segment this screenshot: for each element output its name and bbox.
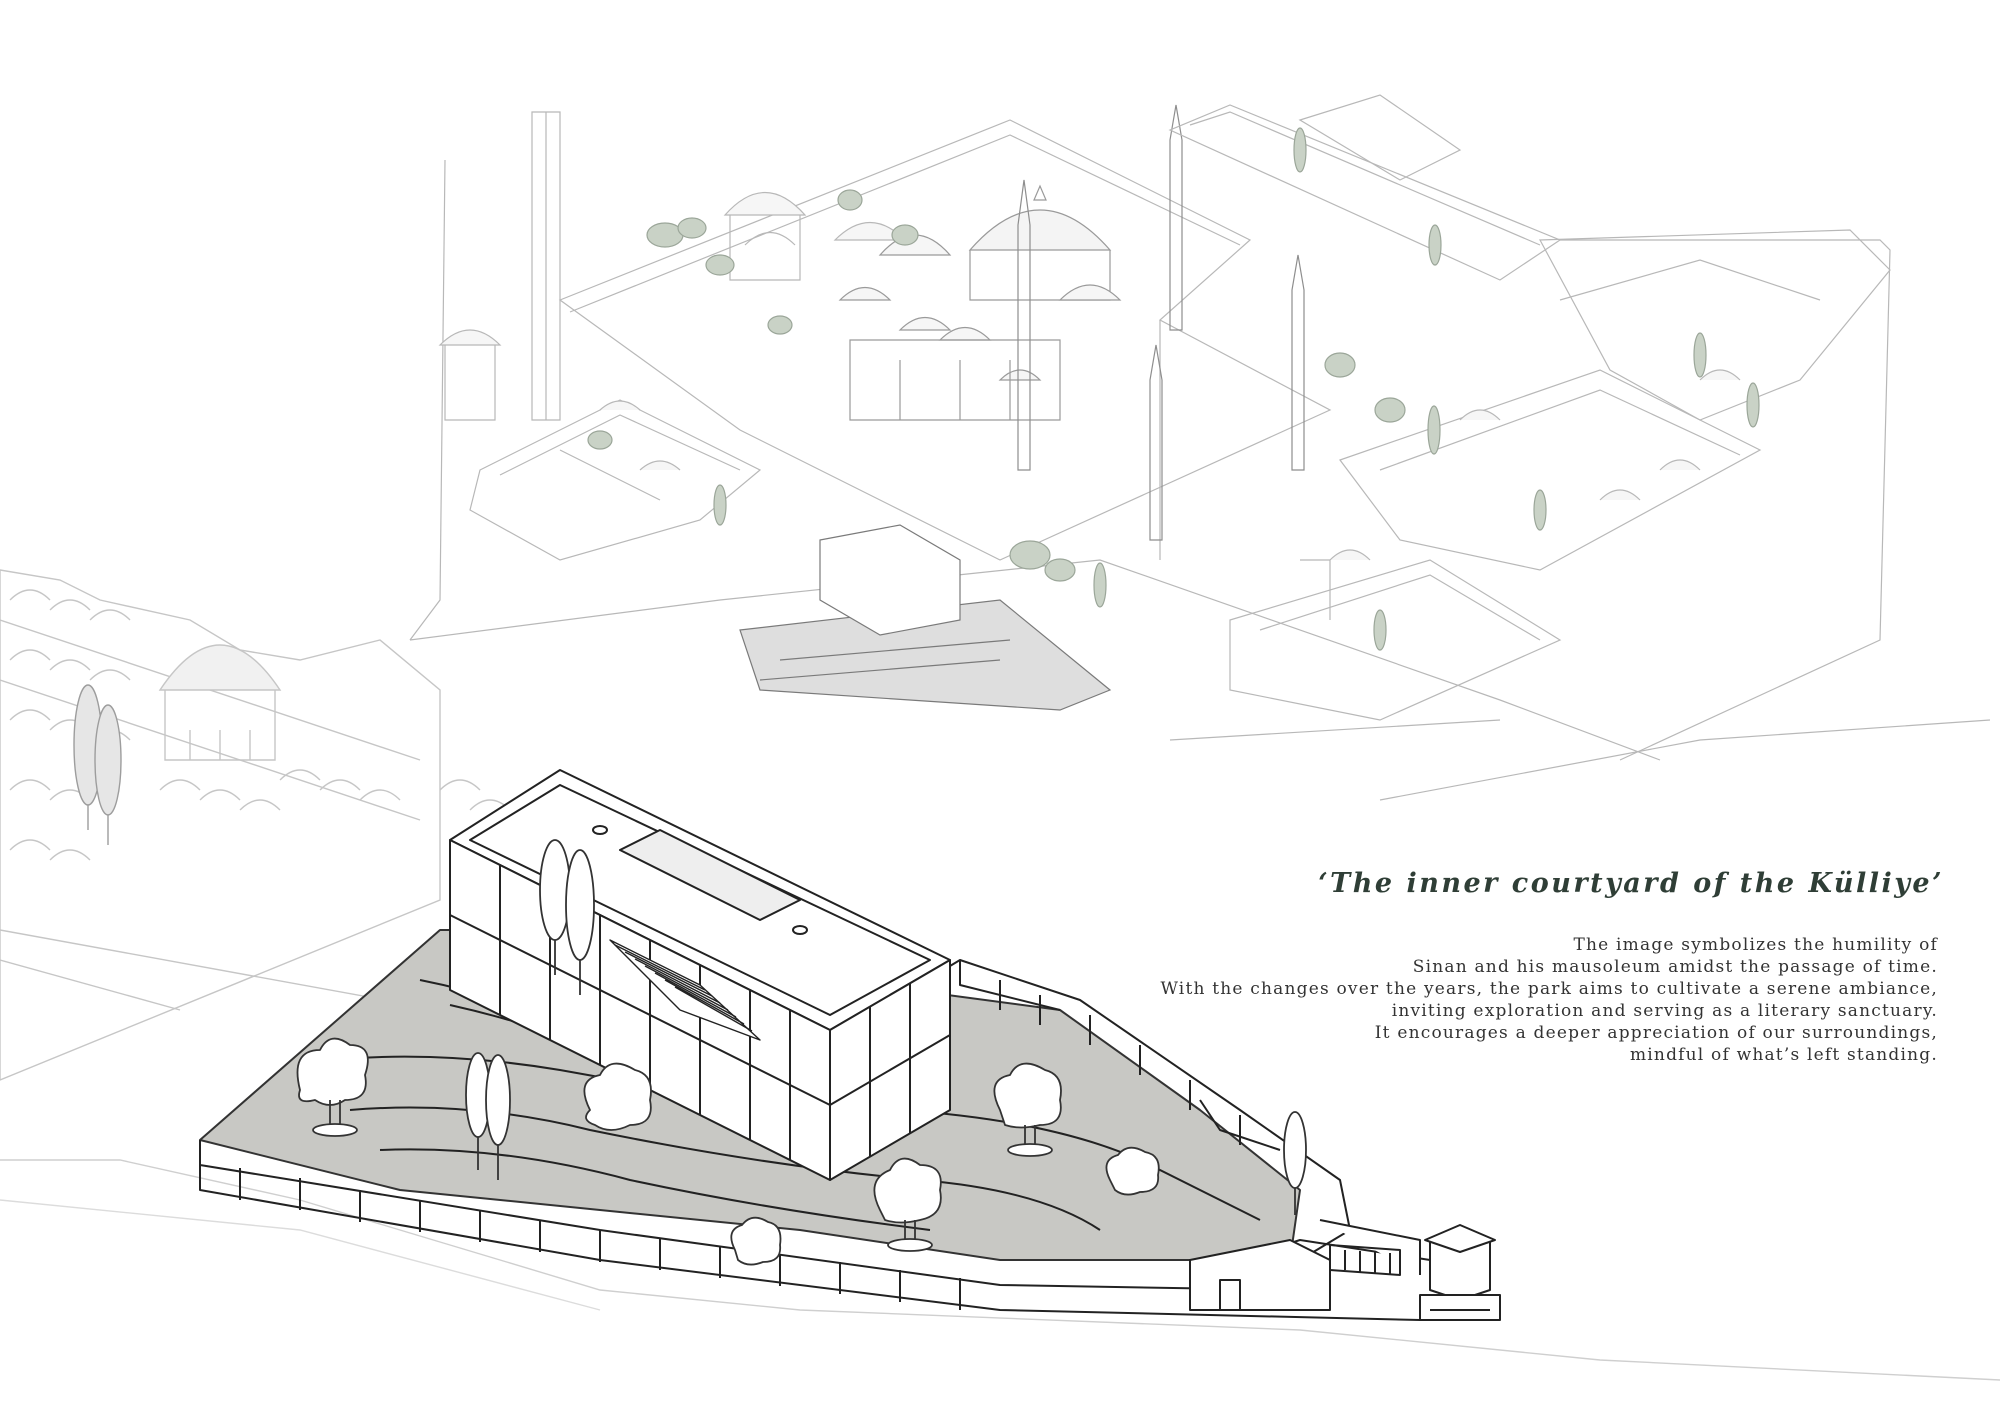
library-building	[449, 769, 951, 1181]
site-axonometric	[409, 94, 1991, 801]
caption-line: mindful of what’s left standing.	[1629, 1045, 1938, 1065]
round-tree	[730, 1216, 782, 1266]
round-tree	[583, 1062, 652, 1131]
mosque-courtyard-outline	[558, 119, 1332, 561]
caption-line: It encourages a deeper appreciation of o…	[1374, 1023, 1938, 1043]
round-tree	[1105, 1146, 1160, 1196]
site-courtyard-small	[739, 524, 1112, 711]
round-tree	[873, 1157, 942, 1252]
round-tree	[296, 1037, 369, 1137]
cypress-tree	[539, 839, 571, 975]
round-tree	[993, 1062, 1062, 1157]
caption-line: With the changes over the years, the par…	[1160, 979, 1938, 999]
mausoleum-context	[0, 569, 2000, 1381]
terrace-line-3	[379, 1148, 931, 1231]
cypress-tree	[1283, 1111, 1307, 1215]
minarets	[1017, 104, 1305, 541]
cypress-tree	[565, 849, 595, 995]
staircase	[609, 939, 761, 1041]
tip-pavilion	[1419, 1224, 1501, 1321]
cypress-tree	[485, 1054, 511, 1180]
caption-line: The image symbolizes the humility of	[1573, 935, 1938, 955]
caption-body: The image symbolizes the humility of Sin…	[1038, 934, 1938, 1066]
site-trees	[587, 127, 1760, 651]
caption-title: ‘The inner courtyard of the Külliye’	[1318, 868, 1944, 899]
courtyard-detail	[199, 769, 1501, 1321]
mosque-domes	[838, 184, 1122, 421]
caption-line: inviting exploration and serving as a li…	[1391, 1001, 1938, 1021]
medrese-left	[469, 399, 762, 561]
medrese-right	[1168, 94, 1891, 721]
caption-line: Sinan and his mausoleum amidst the passa…	[1412, 957, 1938, 977]
courtyard-trees	[296, 839, 1307, 1266]
context-cypresses	[73, 684, 122, 845]
